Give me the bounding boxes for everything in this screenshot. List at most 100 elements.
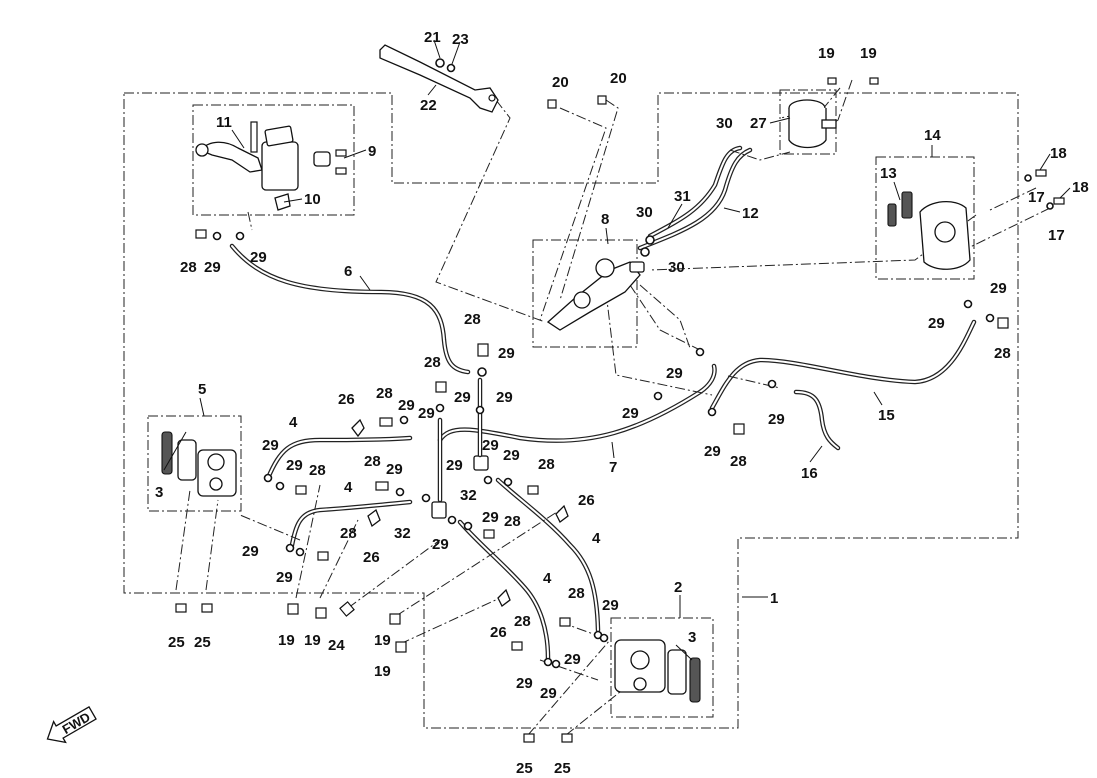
callout-29: 29 [204,259,221,276]
callout-29: 29 [564,651,581,668]
callout-29: 29 [498,345,515,362]
callout-29: 29 [432,536,449,553]
assembly-boundary-outline [123,92,1019,729]
callout-25: 25 [554,760,571,777]
callout-25: 25 [194,634,211,651]
callout-29: 29 [286,457,303,474]
callout-28: 28 [340,525,357,542]
callout-16: 16 [801,465,818,482]
callout-3: 3 [155,484,163,501]
callout-28: 28 [504,513,521,530]
callout-29: 29 [990,280,1007,297]
callout-28: 28 [568,585,585,602]
fasteners [175,95,1065,743]
callout-29: 29 [482,437,499,454]
hose-brackets [351,418,569,607]
callout-7: 7 [609,459,617,476]
callout-24: 24 [328,637,345,654]
callout-28: 28 [538,456,555,473]
callout-20: 20 [552,74,569,91]
rear-caliper [887,191,971,270]
callout-28: 28 [514,613,531,630]
callout-8: 8 [601,211,609,228]
callout-25: 25 [168,634,185,651]
callout-10: 10 [304,191,321,208]
callout-3: 3 [688,629,696,646]
callout-30: 30 [716,115,733,132]
rear-master-cylinder [546,235,655,331]
callout-21: 21 [424,29,441,46]
front-master-cylinder [195,121,347,211]
callout-29: 29 [250,249,267,266]
callout-4: 4 [543,570,552,587]
callout-28: 28 [180,259,197,276]
callout-30: 30 [668,259,685,276]
callout-28: 28 [730,453,747,470]
callout-32: 32 [460,487,477,504]
callout-4: 4 [592,530,601,547]
callout-29: 29 [496,389,513,406]
callout-6: 6 [344,263,352,280]
callout-4: 4 [344,479,353,496]
callout-26: 26 [338,391,355,408]
callout-25: 25 [516,760,533,777]
callout-17: 17 [1028,189,1045,206]
callout-27: 27 [750,115,767,132]
brake-fluid-reservoir [788,77,879,149]
callout-13: 13 [880,165,897,182]
callout-29: 29 [602,597,619,614]
callout-11: 11 [216,114,232,131]
callout-12: 12 [742,205,759,222]
callout-17: 17 [1048,227,1065,244]
callout-29: 29 [928,315,945,332]
callout-30: 30 [636,204,653,221]
front-left-caliper-group-frame [147,415,242,512]
leader-dashes [175,79,1051,736]
callout-31: 31 [674,188,691,205]
callout-22: 22 [420,97,437,114]
rear-caliper-group-frame [875,156,975,280]
fwd-arrow-icon: FWD [46,706,97,744]
callout-29: 29 [540,685,557,702]
reservoir-group-frame [779,89,837,155]
callout-29: 29 [503,447,520,464]
callout-26: 26 [363,549,380,566]
callout-19: 19 [818,45,835,62]
callout-5: 5 [198,381,206,398]
callout-29: 29 [276,569,293,586]
callout-28: 28 [994,345,1011,362]
callout-20: 20 [610,70,627,87]
callout-19: 19 [860,45,877,62]
callout-15: 15 [878,407,895,424]
callout-4: 4 [289,414,298,431]
front-left-caliper [161,431,237,497]
brake-pedal [379,44,499,113]
rear-master-cylinder-group-frame [532,239,638,348]
callout-26: 26 [578,492,595,509]
callout-29: 29 [768,411,785,428]
callout-28: 28 [309,462,326,479]
callout-29: 29 [622,405,639,422]
callout-19: 19 [304,632,321,649]
callout-28: 28 [424,354,441,371]
callout-29: 29 [666,365,683,382]
callout-29: 29 [242,543,259,560]
callout-2: 2 [674,579,682,596]
callout-19: 19 [374,663,391,680]
callout-18: 18 [1050,145,1067,162]
callout-26: 26 [490,624,507,641]
brake-hoses [229,145,977,661]
master-cylinder-group-frame [192,104,355,216]
front-right-caliper [614,639,701,703]
callout-leaders [163,39,1071,661]
callout-9: 9 [368,143,376,160]
callout-23: 23 [452,31,469,48]
callout-28: 28 [376,385,393,402]
callout-29: 29 [704,443,721,460]
callout-29: 29 [262,437,279,454]
front-right-caliper-group-frame [610,617,714,718]
callout-29: 29 [482,509,499,526]
callout-1: 1 [770,590,778,607]
callout-32: 32 [394,525,411,542]
